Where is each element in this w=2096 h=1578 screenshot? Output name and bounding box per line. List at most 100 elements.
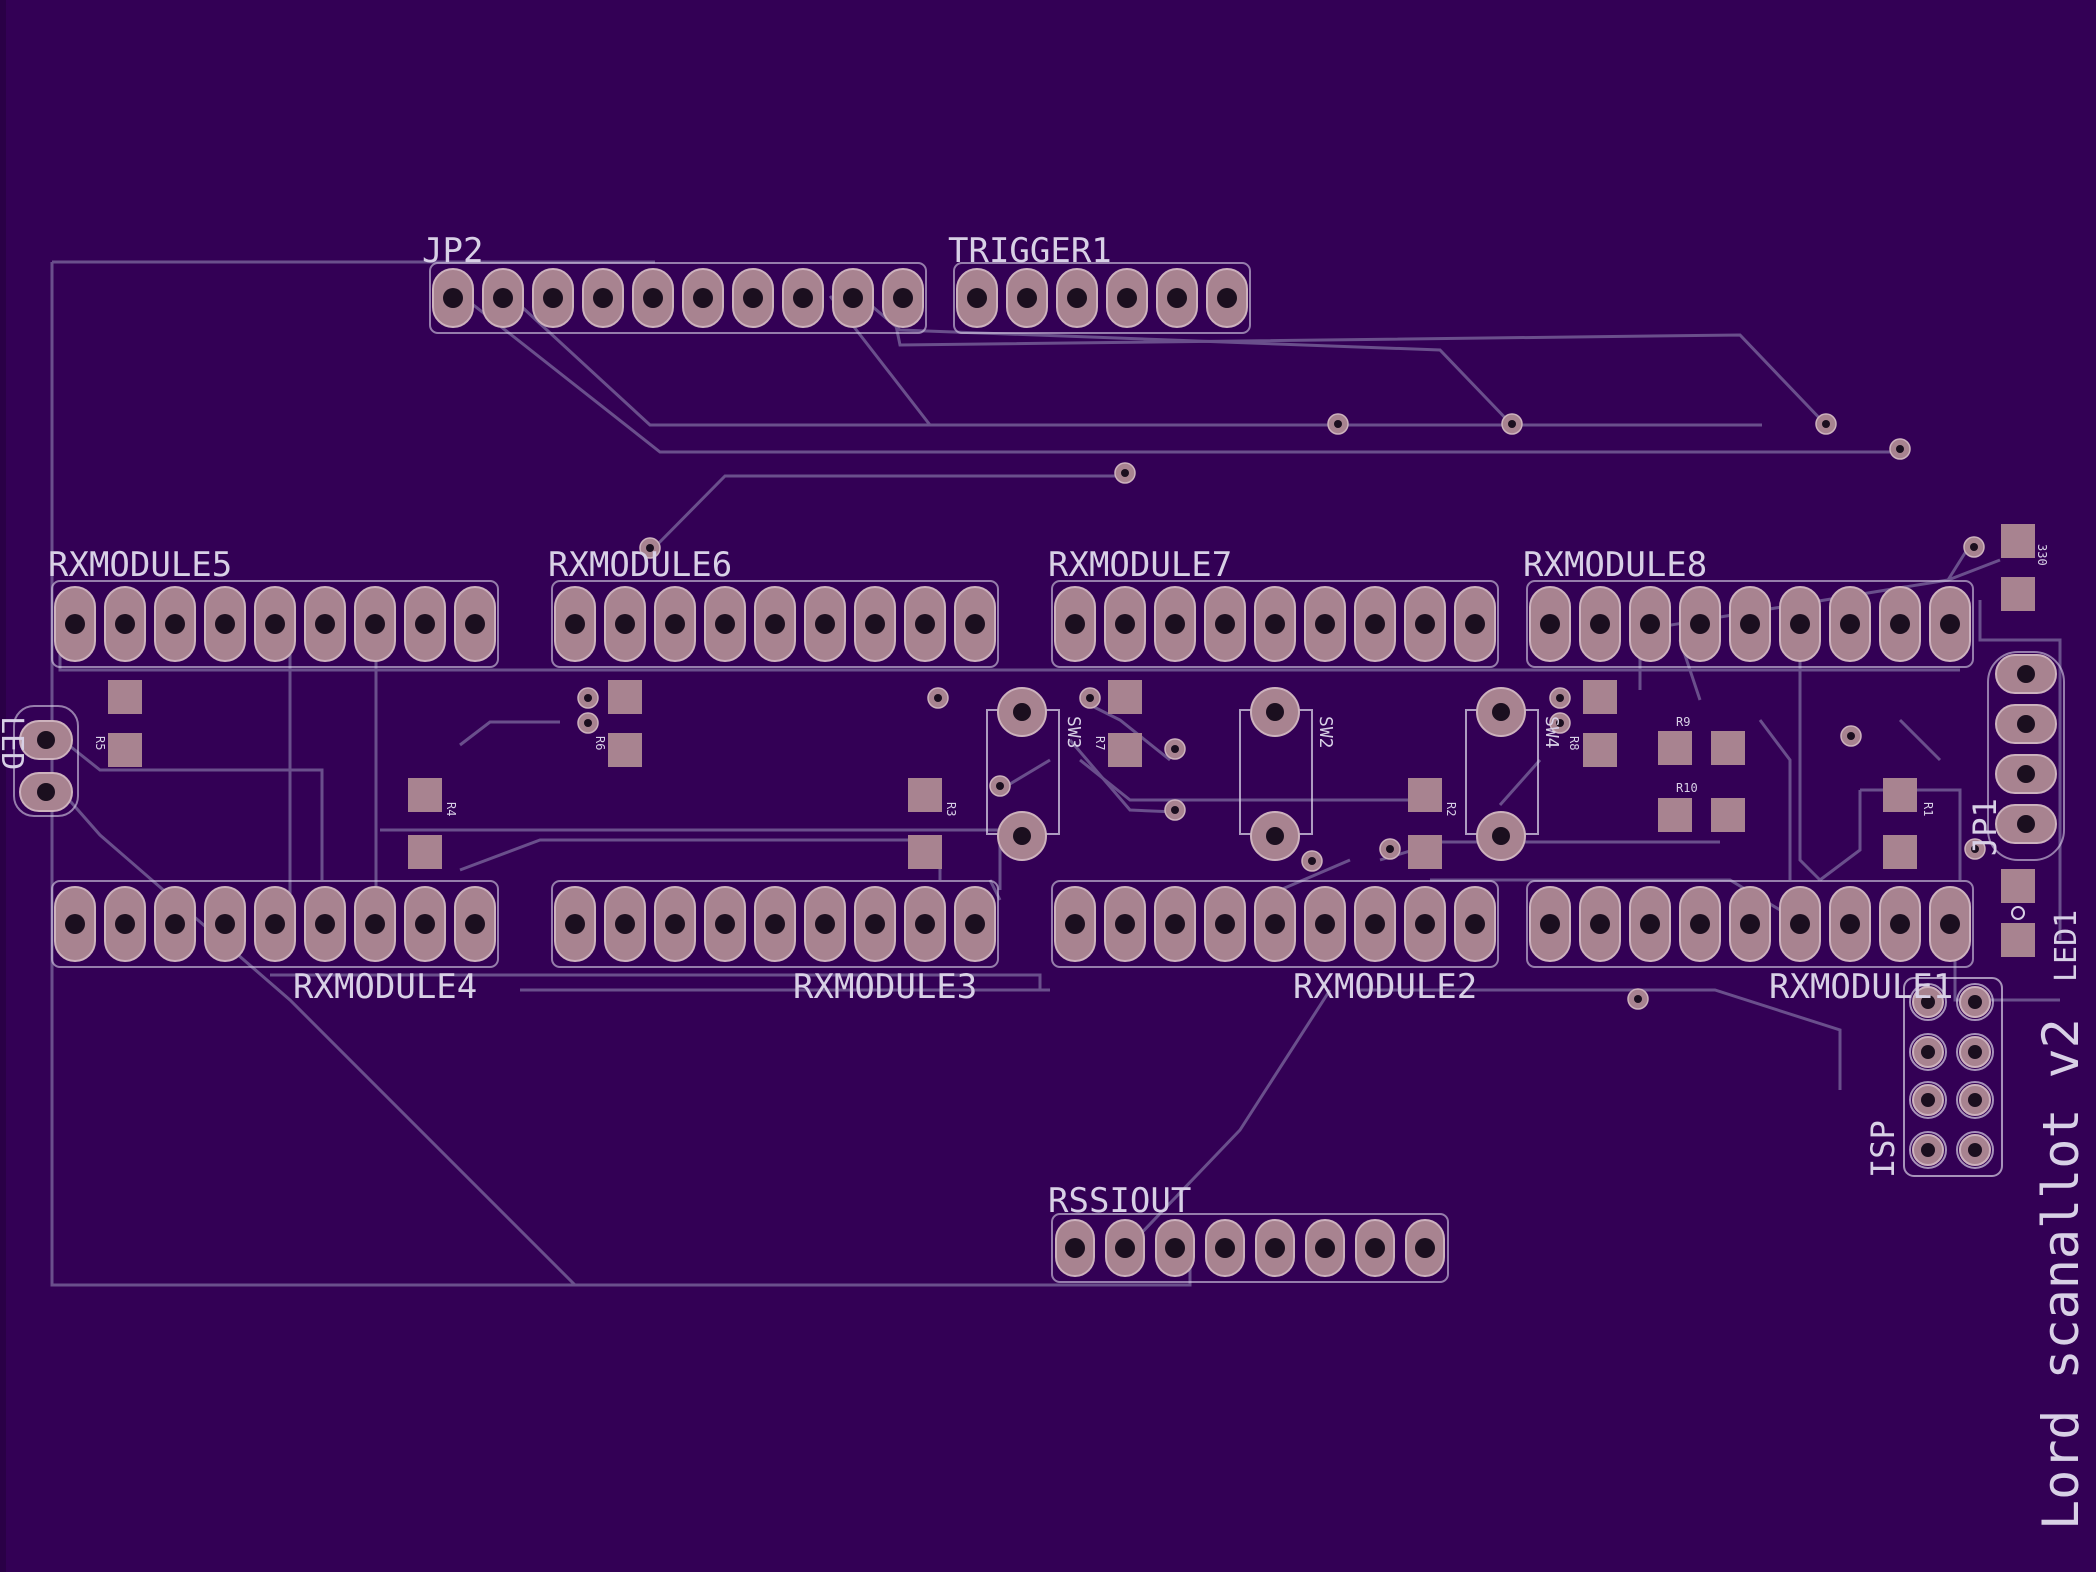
jp2-header-pad-hole [593,288,613,308]
smd-pad [608,680,642,714]
sw4-pad-hole [1492,703,1510,721]
smd-pad [2001,869,2035,903]
smd-pad [608,733,642,767]
rxmodule6-header-pad-hole [965,614,985,634]
trace [270,973,1042,990]
pads [19,268,2057,1277]
isp-pin-outline [1956,1081,1994,1119]
trigger1-header-outline [953,262,1251,334]
trigger1-header-pad-hole [1067,288,1087,308]
smd-pad [2001,524,2035,558]
jp2-header-pad-hole [743,288,763,308]
rxmodule2-header-pad-hole [1265,914,1285,934]
isp-pad-hole [1968,995,1982,1009]
rxmodule5-header-pad-hole [165,614,185,634]
trace [461,294,1896,454]
label-rxmodule7: RXMODULE7 [1048,545,1232,585]
rxmodule5-header-pad-hole [365,614,385,634]
rxmodule4-header-pad-hole [215,914,235,934]
jp2-header-pad-hole [843,288,863,308]
isp-pin-outline [1956,1131,1994,1169]
via-hole [934,694,942,702]
rxmodule6-header-pad-hole [615,614,635,634]
led-left-pad-hole [37,731,55,749]
rxmodule2-header-pad-hole [1415,914,1435,934]
label-r5: R5 [93,736,107,750]
rxmodule1-header-pad-hole [1940,914,1960,934]
rxmodule5-header-pad-hole [415,614,435,634]
label-rxmodule8: RXMODULE8 [1523,545,1707,585]
via-hole [996,782,1004,790]
jp1-pad-hole [2017,765,2035,783]
rxmodule1-header-pad-hole [1790,914,1810,934]
via-hole [1556,694,1564,702]
rxmodule1-header-pad-hole [1590,914,1610,934]
sw2-pad-hole [1266,827,1284,845]
rxmodule6-header-pad-hole [765,614,785,634]
rxmodule4-header-pad-hole [265,914,285,934]
rxmodule2-header-pad-hole [1365,914,1385,934]
smd-pad [1108,733,1142,767]
smd-pad [1711,731,1745,765]
rxmodule3-header-pad-hole [715,914,735,934]
rxmodule1-header-pad-hole [1540,914,1560,934]
trace [1953,948,2060,1002]
via-hole [1334,420,1342,428]
rxmodule5-header-pad-hole [215,614,235,634]
trace [1279,858,1351,892]
via-hole [1086,694,1094,702]
rxmodule3-header-pad-hole [565,914,585,934]
rssiout-header-pad-hole [1165,1238,1185,1258]
via-hole [1556,719,1564,727]
rxmodule8-header-pad-hole [1590,614,1610,634]
label-jp1: JP1 [1966,798,2004,856]
rxmodule2-header-pad-hole [1465,914,1485,934]
label-rssiout: RSSIOUT [1048,1181,1191,1221]
trace [1498,759,1542,806]
rxmodule4-header-pad-hole [315,914,335,934]
via-hole [584,719,592,727]
label-r330: 330 [2035,544,2049,566]
rxmodule4-header-pad-hole [165,914,185,934]
jp1-pad-hole [2017,715,2035,733]
jp2-header-pad-hole [443,288,463,308]
label-trigger1: TRIGGER1 [948,231,1112,271]
label-led1: LED1 [2049,910,2084,982]
rssiout-header-pad-hole [1065,1238,1085,1258]
rxmodule7-header-outline [1051,580,1499,668]
label-rxmodule4: RXMODULE4 [293,967,477,1007]
isp-pad-hole [1921,995,1935,1009]
isp-pin-outline [1909,1131,1947,1169]
rxmodule5-header-outline [51,580,499,668]
label-r3: R3 [944,802,958,816]
rxmodule2-header-pad-hole [1165,914,1185,934]
smd-pad [408,778,442,812]
rxmodule5-header-pad-hole [265,614,285,634]
rxmodule1-header-pad-hole [1840,914,1860,934]
led-left-outline [13,705,79,817]
rssiout-header-pad-hole [1365,1238,1385,1258]
trace [1758,719,1792,880]
via-hole [1970,543,1978,551]
smd-pad [408,835,442,869]
rxmodule6-header-pad-hole [815,614,835,634]
rxmodule3-header-pad-hole [865,914,885,934]
smd-pad [1108,680,1142,714]
isp-pad-hole [1968,1045,1982,1059]
isp-pad-hole [1921,1093,1935,1107]
smd-pad [1883,778,1917,812]
rxmodule6-header-pad-hole [565,614,585,634]
isp-pin-outline [1956,983,1994,1021]
label-rxmodule2: RXMODULE2 [1293,967,1477,1007]
rxmodule2-header-pad-hole [1065,914,1085,934]
rxmodule3-header-pad-hole [615,914,635,934]
vias [577,413,1986,1010]
label-rxmodule3: RXMODULE3 [793,967,977,1007]
via-hole [1386,845,1394,853]
trace [648,474,1125,554]
rxmodule8-header-pad-hole [1640,614,1660,634]
trace [1978,600,2062,940]
rxmodule4-header-pad-hole [465,914,485,934]
rxmodule1-header-pad-hole [1640,914,1660,934]
rxmodule7-header-pad-hole [1265,614,1285,634]
